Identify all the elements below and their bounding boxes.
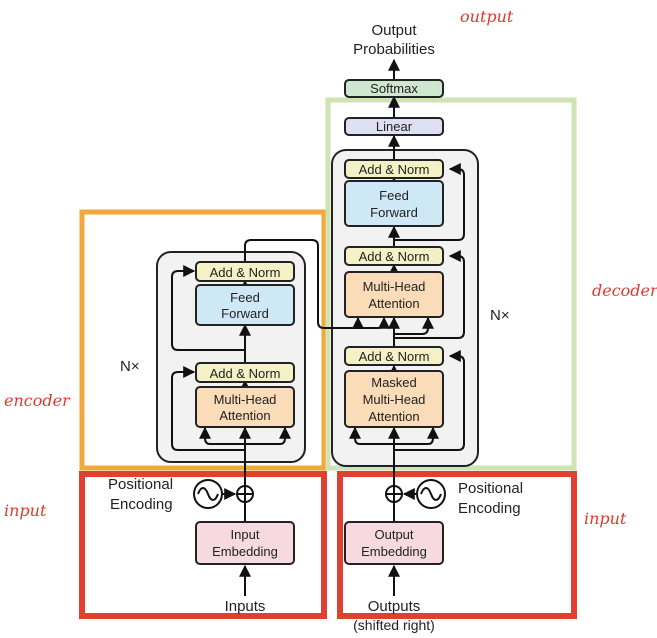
output-add-icon (385, 485, 403, 503)
annotation-input-left: input (4, 501, 47, 520)
decoder-masked-label-2: Multi-Head (363, 392, 426, 407)
input-add-icon (236, 485, 254, 503)
decoder-feed-forward-label-2: Forward (370, 205, 418, 220)
decoder-add-norm-top-label: Add & Norm (359, 162, 430, 177)
encoder-multi-head-attention: Multi-Head Attention (195, 386, 295, 428)
output-label-1: Output (371, 22, 417, 39)
encoder-feed-forward-label-2: Forward (221, 306, 269, 321)
output-embedding-label-1: Output (374, 527, 413, 542)
encoder-attention-label-1: Multi-Head (214, 392, 277, 407)
input-embedding: Input Embedding (195, 521, 295, 565)
decoder-attention-label-1: Multi-Head (363, 279, 426, 294)
decoder-frame (325, 97, 577, 471)
encoder-repeat-label: N× (120, 358, 140, 375)
output-embedding-label-2: Embedding (361, 544, 427, 559)
input-frame-left (79, 471, 327, 619)
encoder-add-norm-bottom: Add & Norm (195, 362, 295, 383)
annotation-input-right: input (584, 509, 627, 528)
input-sine-wave-icon (193, 479, 223, 509)
output-positional-label-1: Positional (458, 480, 523, 497)
decoder-feed-forward-label-1: Feed (379, 188, 409, 203)
encoder-feed-forward-label-1: Feed (230, 290, 260, 305)
decoder-attention-label-2: Attention (368, 296, 419, 311)
annotation-encoder: encoder (4, 391, 71, 410)
annotation-output: output (460, 7, 514, 26)
decoder-masked-label-3: Attention (368, 409, 419, 424)
encoder-add-norm-top-label: Add & Norm (210, 265, 281, 280)
encoder-add-norm-bottom-label: Add & Norm (210, 366, 281, 381)
input-embedding-label-2: Embedding (212, 544, 278, 559)
output-positional-label-2: Encoding (458, 500, 521, 517)
encoder-add-norm-top: Add & Norm (195, 261, 295, 282)
input-positional-label-1: Positional (108, 476, 173, 493)
input-positional-label-2: Encoding (110, 496, 173, 513)
softmax-layer: Softmax (344, 79, 444, 98)
softmax-label: Softmax (370, 81, 418, 96)
encoder-attention-label-2: Attention (219, 408, 270, 423)
decoder-add-norm-bottom-label: Add & Norm (359, 349, 430, 364)
decoder-add-norm-mid-label: Add & Norm (359, 249, 430, 264)
output-sine-wave-icon (416, 479, 446, 509)
encoder-frame (79, 209, 327, 471)
linear-label: Linear (376, 119, 413, 134)
output-label-2: Probabilities (353, 41, 435, 58)
outputs-label-2: (shifted right) (353, 617, 435, 633)
decoder-masked-attention: Masked Multi-Head Attention (344, 370, 444, 428)
input-frame-right (337, 471, 577, 619)
decoder-add-norm-bottom: Add & Norm (344, 346, 444, 366)
inputs-label: Inputs (225, 598, 266, 615)
annotation-decoder: decoder (592, 281, 657, 300)
decoder-feed-forward: Feed Forward (344, 180, 444, 227)
connections (171, 58, 465, 596)
outputs-label-1: Outputs (368, 598, 421, 615)
encoder-layer-stack (156, 251, 306, 463)
decoder-repeat-label: N× (490, 307, 510, 324)
decoder-add-norm-top: Add & Norm (344, 159, 444, 179)
decoder-multi-head-attention: Multi-Head Attention (344, 271, 444, 318)
encoder-feed-forward: Feed Forward (195, 284, 295, 326)
decoder-masked-label-1: Masked (371, 375, 417, 390)
decoder-add-norm-mid: Add & Norm (344, 246, 444, 266)
linear-layer: Linear (344, 117, 444, 136)
input-embedding-label-1: Input (231, 527, 260, 542)
output-embedding: Output Embedding (344, 521, 444, 565)
